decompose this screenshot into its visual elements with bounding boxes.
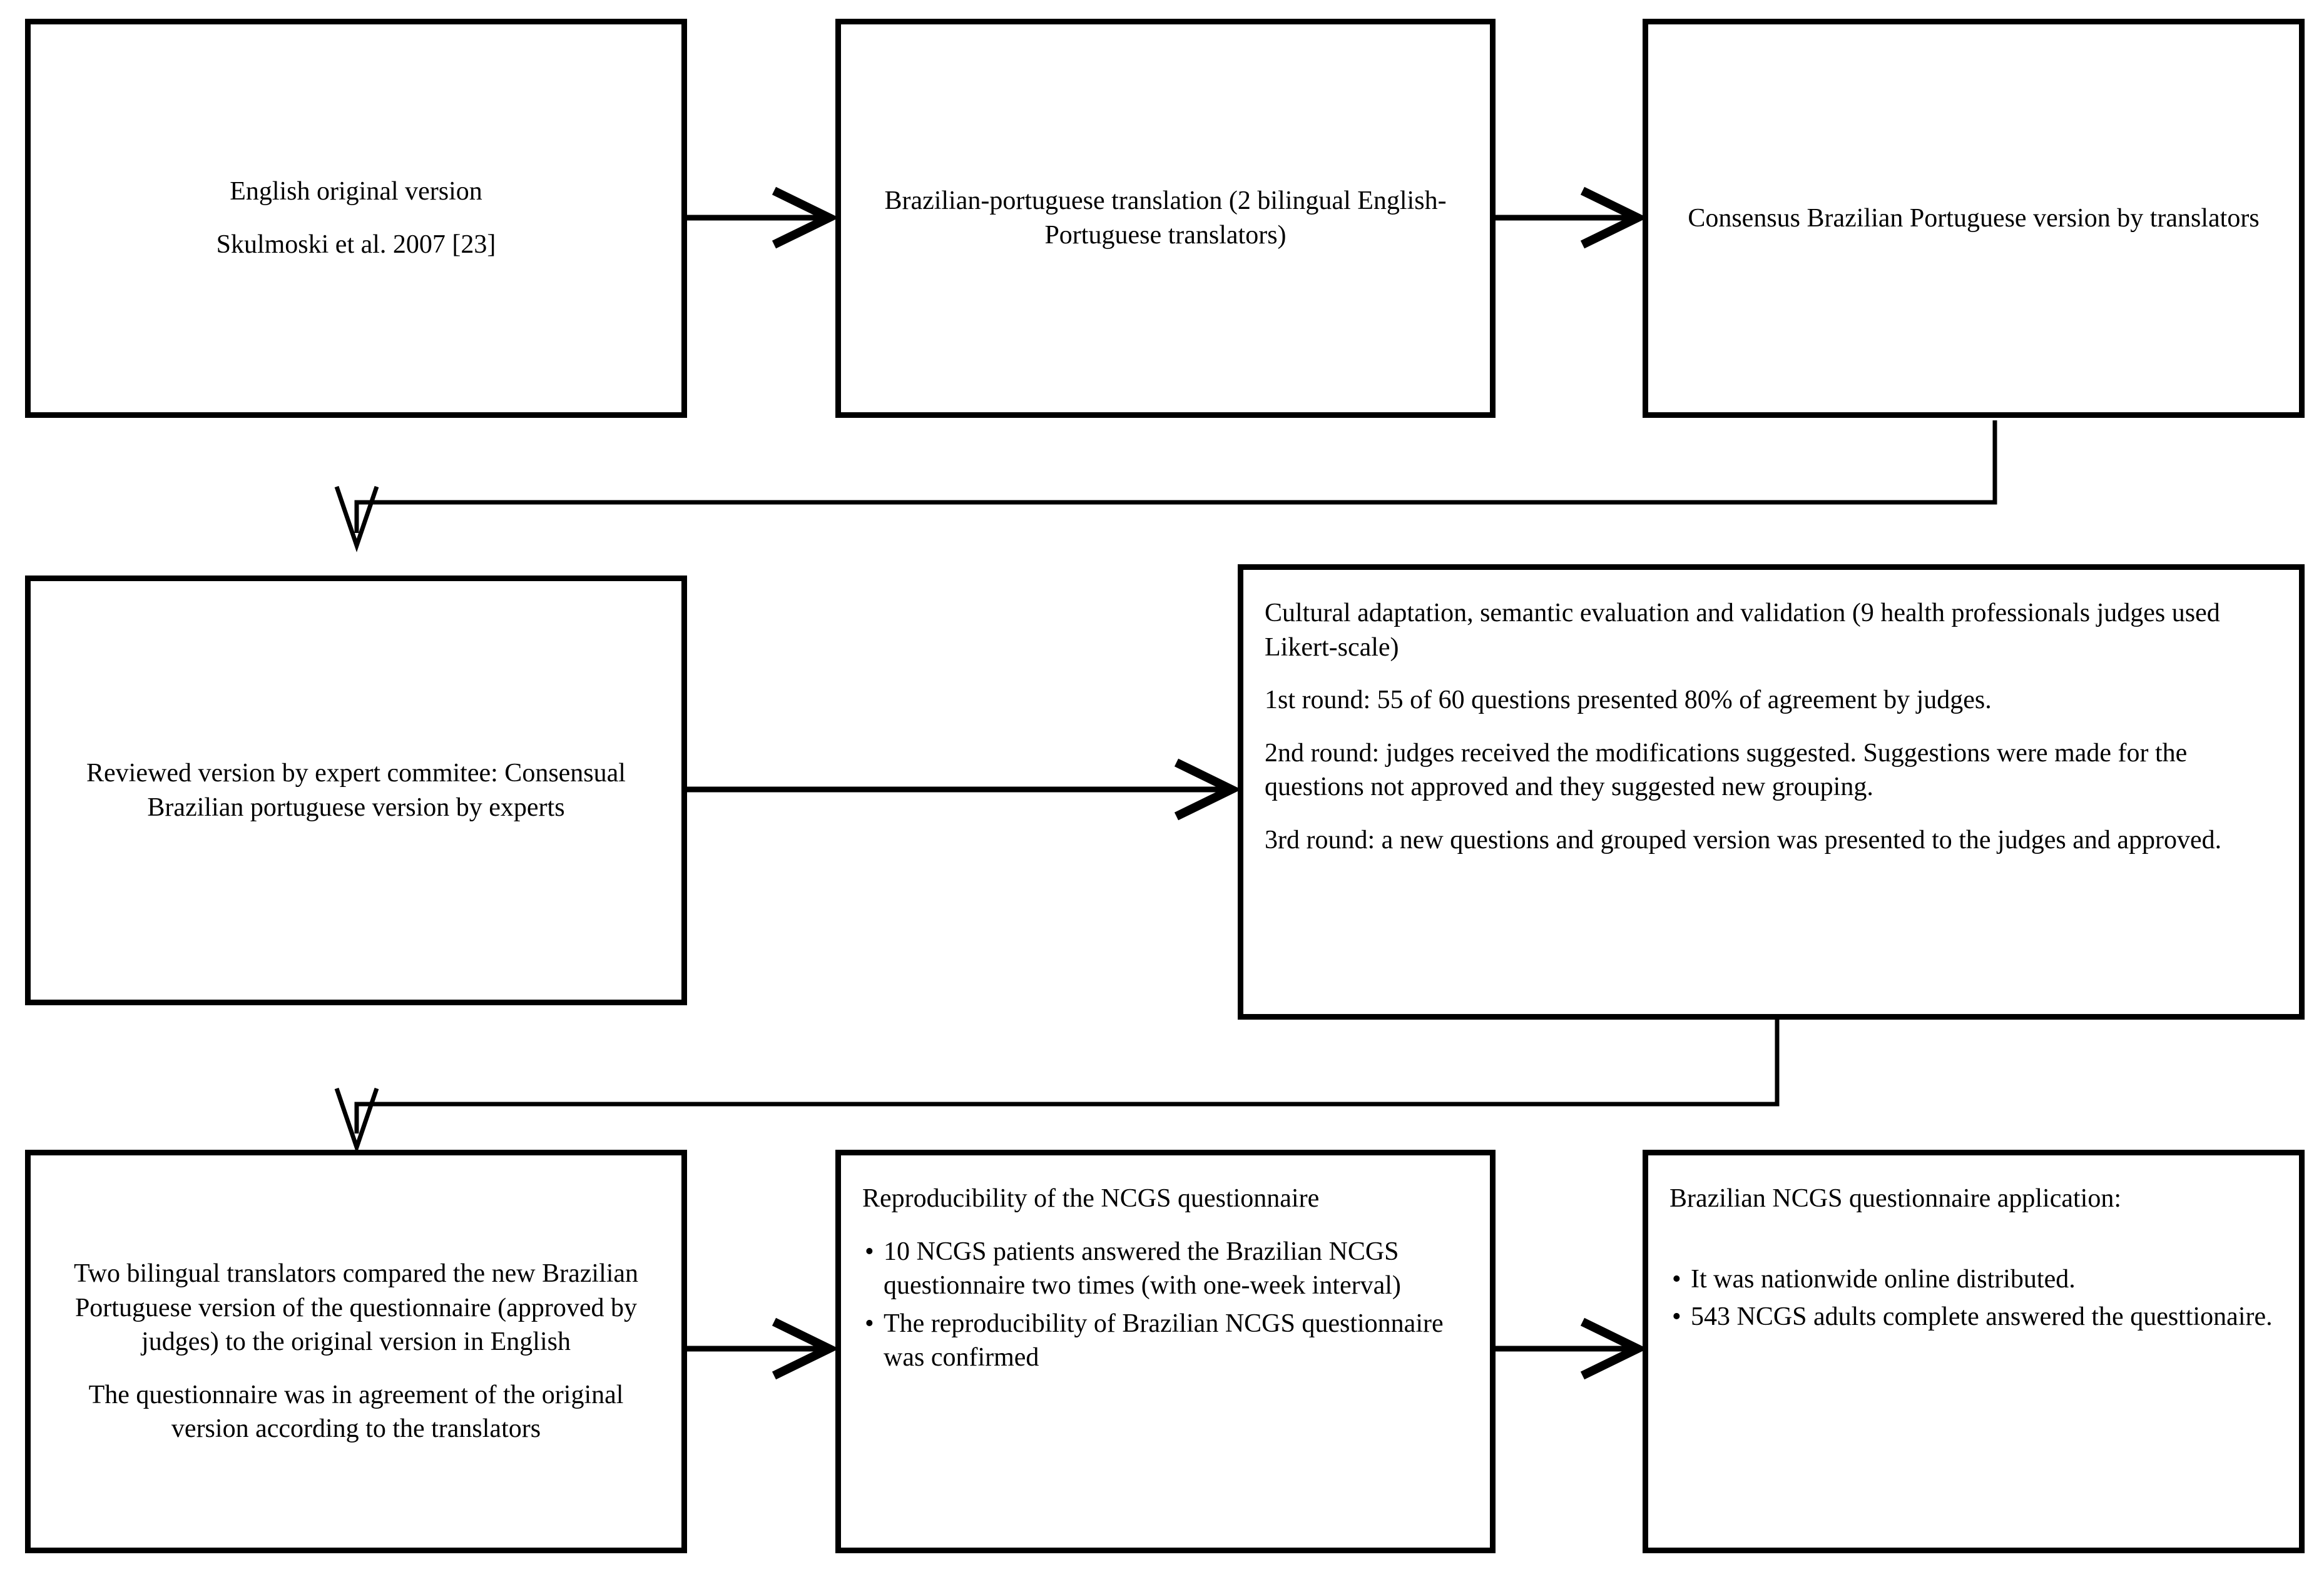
- node-text-paragraph: 2nd round: judges received the modificat…: [1265, 738, 2188, 802]
- list-item: 543 NCGS adults complete answered the qu…: [1669, 1300, 2278, 1334]
- node-text-line: Brazilian-portuguese translation (2 bili…: [884, 186, 1447, 250]
- bullet-list: It was nationwide online distributed. 54…: [1669, 1262, 2278, 1334]
- edge-n4-to-n5: [687, 758, 1241, 821]
- node-text-line: English original version: [230, 177, 482, 206]
- spacer: [1669, 1235, 2278, 1262]
- edge-n7-to-n8: [1496, 1317, 1648, 1380]
- list-item: The reproducibility of Brazilian NCGS qu…: [862, 1307, 1469, 1375]
- node-cultural-adaptation-semantic-evaluation[interactable]: Cultural adaptation, semantic evaluation…: [1238, 564, 2305, 1020]
- node-back-translation-comparison[interactable]: Two bilingual translators compared the n…: [25, 1150, 687, 1553]
- bullet-list: 10 NCGS patients answered the Brazilian …: [862, 1235, 1469, 1375]
- node-heading: Brazilian NCGS questionnaire application…: [1669, 1184, 2121, 1213]
- node-text-paragraph: 3rd round: a new questions and grouped v…: [1265, 825, 2222, 854]
- node-text-paragraph: 1st round: 55 of 60 questions presented …: [1265, 686, 1992, 715]
- node-text-line: Reviewed version by expert commitee: Con…: [86, 758, 626, 822]
- edge-n3-to-n4: [334, 420, 1997, 552]
- node-text-line: Consensus Brazilian Portuguese version b…: [1688, 203, 2260, 233]
- node-text-line: Skulmoski et al. 2007 [23]: [216, 230, 496, 259]
- node-english-original-version[interactable]: English original version Skulmoski et al…: [25, 19, 687, 418]
- node-heading: Reproducibility of the NCGS questionnair…: [862, 1184, 1320, 1213]
- list-item: It was nationwide online distributed.: [1669, 1262, 2278, 1297]
- edge-n5-to-n6: [334, 1020, 1780, 1154]
- node-reviewed-version-expert-committee[interactable]: Reviewed version by expert commitee: Con…: [25, 576, 687, 1005]
- node-text-paragraph: Two bilingual translators compared the n…: [73, 1259, 639, 1357]
- edge-n2-to-n3: [1496, 186, 1648, 249]
- node-brazilian-portuguese-translation[interactable]: Brazilian-portuguese translation (2 bili…: [835, 19, 1496, 418]
- node-consensus-brazilian-portuguese-version[interactable]: Consensus Brazilian Portuguese version b…: [1643, 19, 2305, 418]
- node-brazilian-ncgs-questionnaire-application[interactable]: Brazilian NCGS questionnaire application…: [1643, 1150, 2305, 1553]
- node-reproducibility-ncgs-questionnaire[interactable]: Reproducibility of the NCGS questionnair…: [835, 1150, 1496, 1553]
- edge-n1-to-n2: [687, 186, 839, 249]
- list-item: 10 NCGS patients answered the Brazilian …: [862, 1235, 1469, 1303]
- edge-n6-to-n7: [687, 1317, 839, 1380]
- node-text-paragraph: The questionnaire was in agreement of th…: [88, 1380, 624, 1444]
- node-text-paragraph: Cultural adaptation, semantic evaluation…: [1265, 599, 2220, 662]
